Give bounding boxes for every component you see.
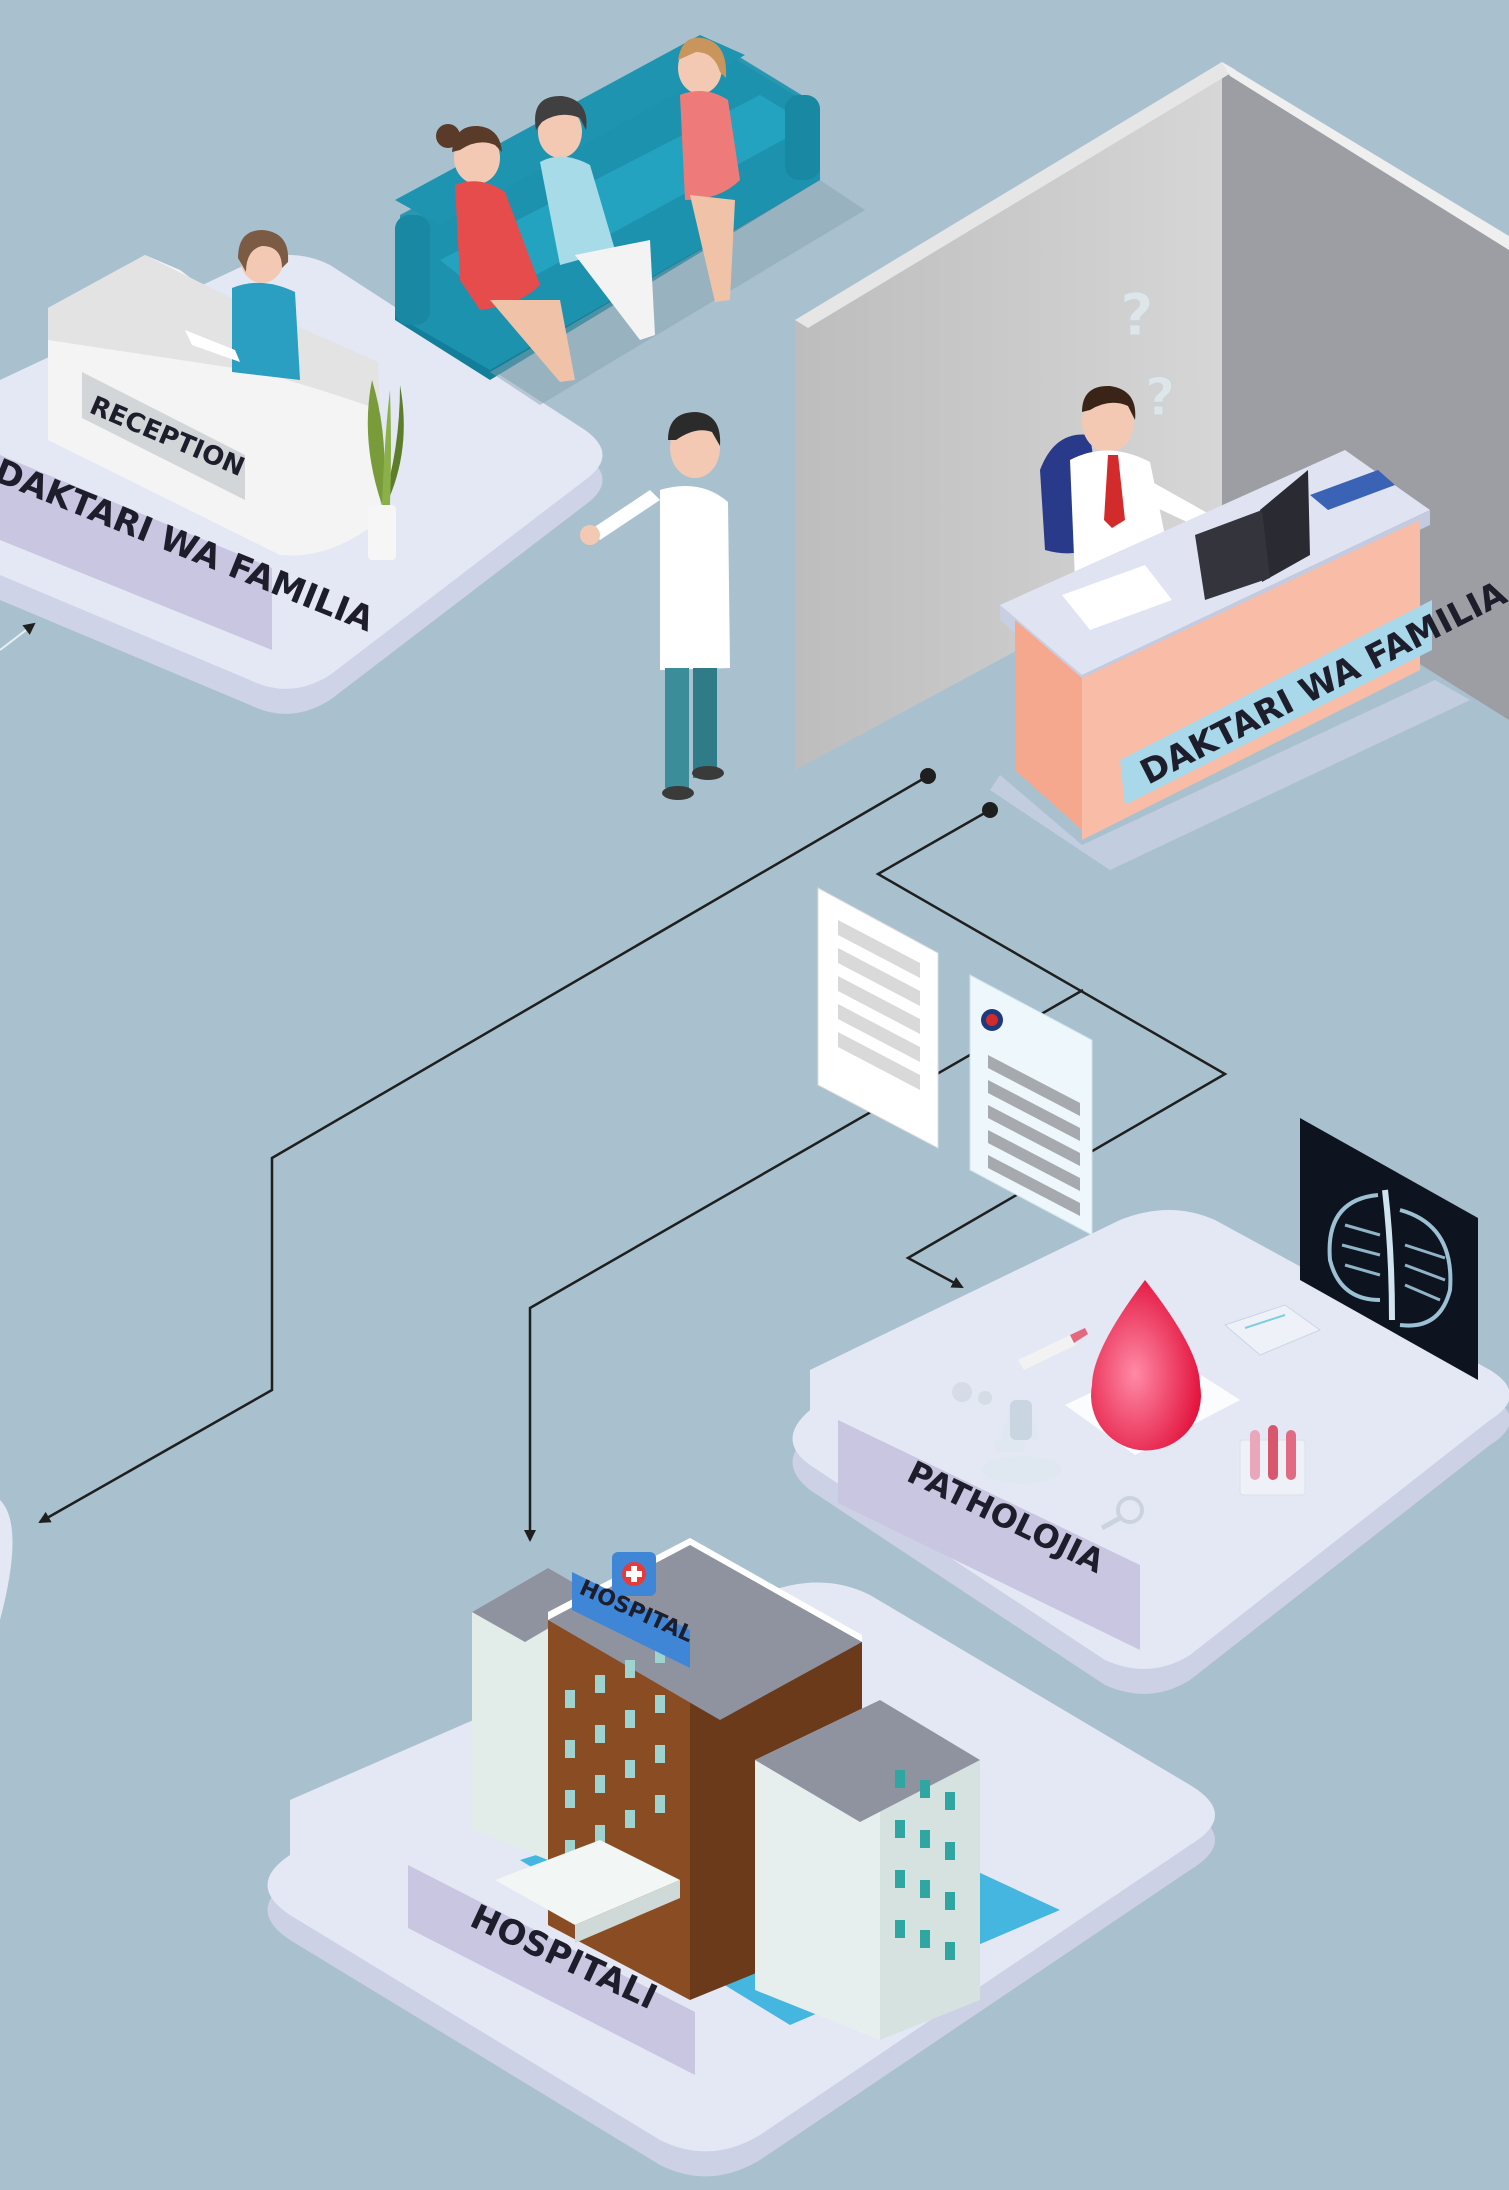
gears-icon — [952, 1382, 992, 1405]
question-mark-icon: ? ? — [1120, 281, 1176, 429]
svg-text:?: ? — [1120, 281, 1154, 349]
blood-drop-icon — [1065, 1280, 1240, 1455]
receptionist — [185, 230, 300, 380]
svg-text:?: ? — [1145, 368, 1175, 428]
waiting-patients — [436, 37, 740, 382]
hospital-cross-icon — [612, 1552, 656, 1596]
test-tubes-icon — [1239, 1425, 1306, 1496]
lab-request-form — [969, 974, 1093, 1236]
reception-platform — [0, 230, 603, 714]
potted-plant — [367, 380, 404, 560]
syringe-icon — [1018, 1328, 1088, 1370]
referral-letter — [817, 887, 939, 1149]
arrow-icon — [0, 622, 36, 651]
microscope-icon — [982, 1400, 1062, 1484]
magnifier-icon — [1100, 1496, 1144, 1531]
xray-icon — [1300, 1118, 1478, 1380]
clipboard-icon — [1224, 1304, 1322, 1356]
standing-doctor — [580, 412, 730, 800]
offscreen-platform-edge — [0, 1500, 13, 1620]
